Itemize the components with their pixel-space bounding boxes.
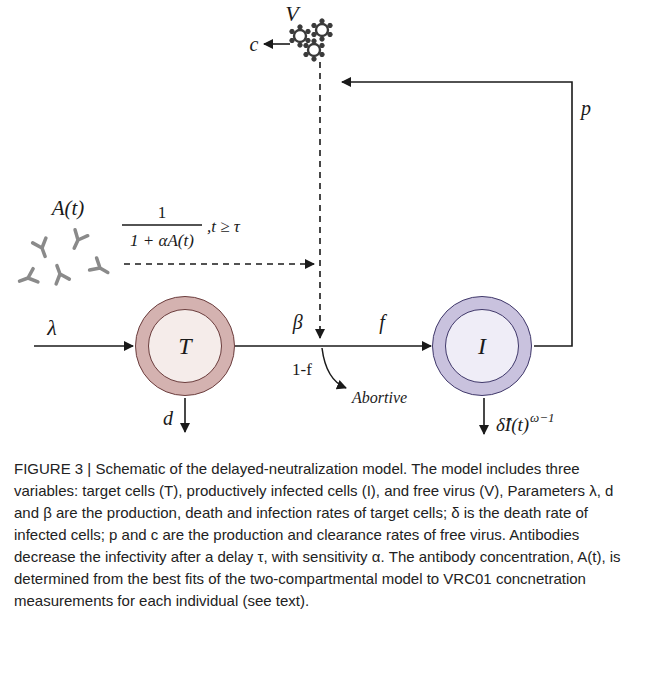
cell-label: T [178,334,191,358]
inflow-arrow [34,345,133,347]
rate-label: β [293,312,303,332]
math-label: 1-f [292,361,312,378]
math-label: 1 [158,204,167,221]
abortive-arrow [322,348,346,388]
death-arrow [483,398,485,434]
antibody-dashed-arrow [124,263,314,265]
clearance-arrow [264,43,290,45]
math-label: c [250,34,259,54]
figure-caption: FIGURE 3 | Schematic of the delayed-neut… [14,458,637,612]
math-label: p [581,98,591,118]
math-label: Abortive [352,390,407,406]
fraction-bar [122,224,202,225]
cell-label: I [478,334,486,358]
virus-dashed-arrow [319,62,321,338]
infection-arrow [235,345,431,347]
math-label: λ [47,317,57,339]
math-label: f [379,312,385,332]
death-arrow [184,398,186,432]
antibody-icon [17,230,111,288]
virus-icon [290,19,332,61]
math-label: ,t ≥ τ [207,218,240,235]
math-label: δ̂I(t) [496,415,529,434]
superscript: ω−1 [530,411,554,424]
math-label: d [163,408,173,428]
math-label: A(t) [52,198,85,219]
math-label: 1 + αA(t) [130,232,194,249]
infected-cell: I [432,296,532,396]
math-label: V [285,3,298,25]
target-cell: T [135,296,235,396]
